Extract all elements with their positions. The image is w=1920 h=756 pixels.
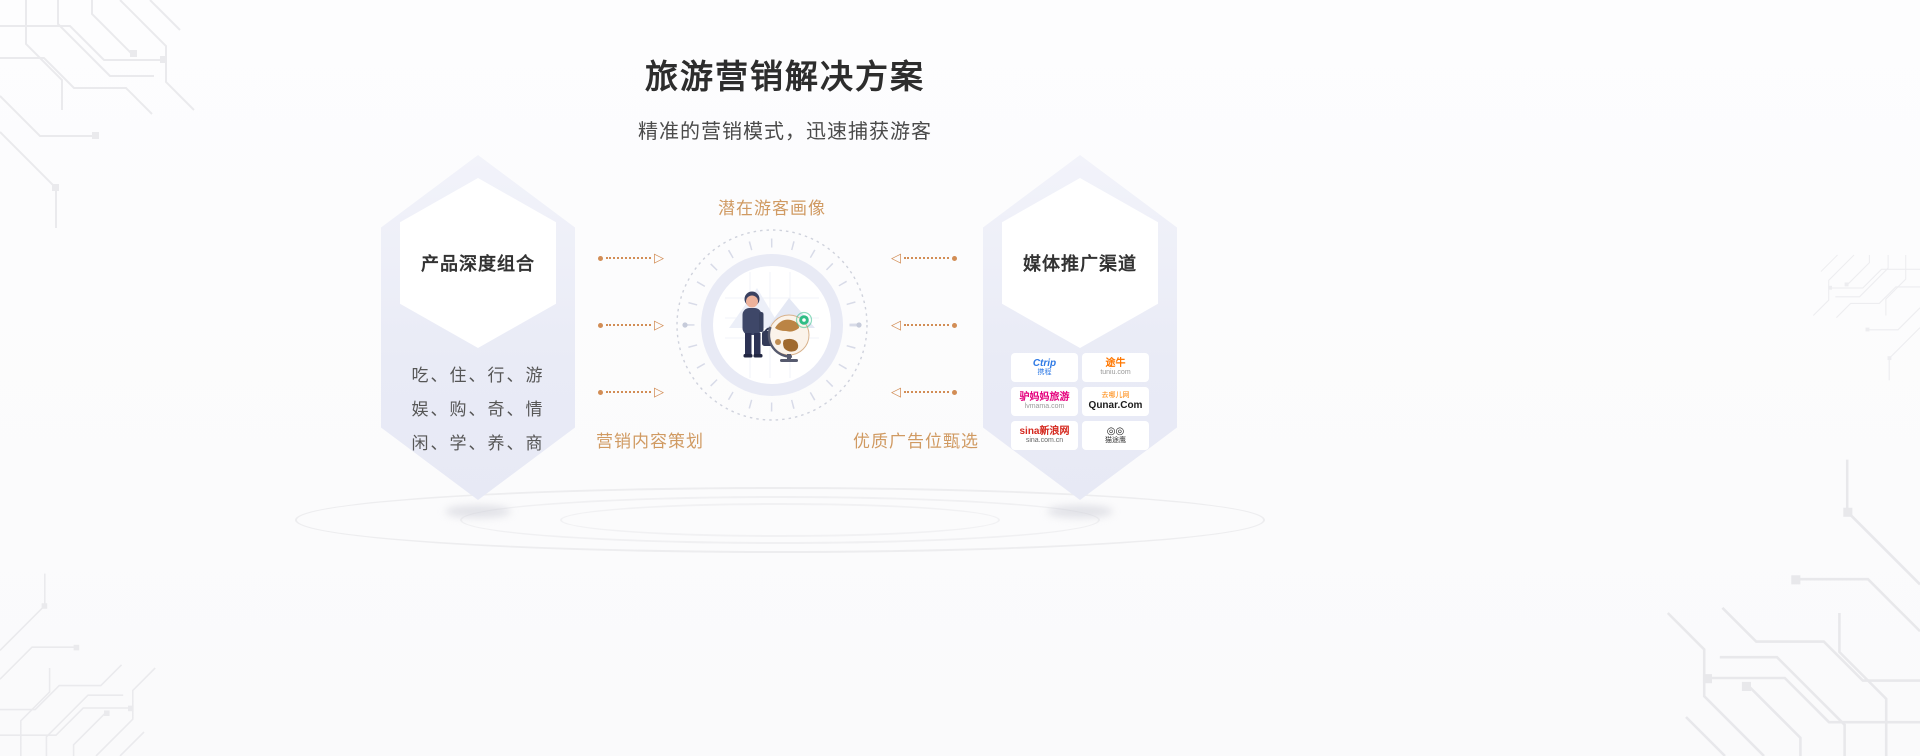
arrow-left-icon: ◁ bbox=[891, 317, 901, 332]
arrow-right-icon: ▷ bbox=[654, 250, 664, 265]
right-card-title: 媒体推广渠道 bbox=[1023, 254, 1137, 274]
dotted-line bbox=[904, 324, 949, 326]
logo-tuniu: 途牛 tuniu.com bbox=[1082, 353, 1149, 382]
logo-subtext: tuniu.com bbox=[1100, 369, 1131, 377]
logo-text: 驴妈妈旅游 bbox=[1019, 391, 1070, 403]
arrow-left-icon: ◁ bbox=[891, 384, 901, 399]
dot-icon bbox=[598, 322, 603, 328]
left-card-title: 产品深度组合 bbox=[421, 254, 535, 274]
logo-qunar: 去哪儿网 Qunar.Com bbox=[1082, 387, 1149, 416]
logo-text: Ctrip bbox=[1032, 357, 1057, 369]
arrow-left-icon: ◁ bbox=[891, 250, 901, 265]
dot-icon bbox=[598, 389, 603, 395]
arrow-right-icon: ▷ bbox=[654, 317, 664, 332]
logo-text: sina新浪网 bbox=[1019, 425, 1070, 437]
ripple-ellipse-inner bbox=[560, 503, 1000, 537]
right-card-shadow bbox=[1047, 505, 1113, 518]
logo-subtext: 去哪儿网 bbox=[1101, 391, 1130, 399]
logo-subtext: 携程 bbox=[1037, 369, 1052, 377]
dotted-line bbox=[606, 257, 651, 259]
dotted-line bbox=[904, 257, 949, 259]
ring-dot-right bbox=[856, 322, 862, 328]
flow-arrow-left-1: ▷ bbox=[598, 250, 664, 266]
ripple-ellipse-outer bbox=[295, 487, 1265, 553]
dotted-line bbox=[606, 324, 651, 326]
ring-dot-left bbox=[682, 322, 688, 328]
logo-sina: sina新浪网 sina.com.cn bbox=[1011, 421, 1078, 450]
flow-arrow-right-2: ◁ bbox=[891, 317, 957, 333]
dotted-line bbox=[606, 391, 651, 393]
dashed-outer-ring bbox=[676, 229, 868, 421]
product-line-1: 吃、住、行、游 bbox=[411, 366, 545, 385]
ripple-ellipse-middle bbox=[460, 496, 1100, 544]
dot-icon bbox=[952, 389, 957, 395]
dot-icon bbox=[952, 255, 957, 261]
logo-subtext: sina.com.cn bbox=[1025, 437, 1064, 445]
dotted-line bbox=[904, 391, 949, 393]
label-visitor-profile: 潜在游客画像 bbox=[718, 199, 826, 218]
arrow-right-icon: ▷ bbox=[654, 384, 664, 399]
dot-icon bbox=[952, 322, 957, 328]
logo-ctrip: Ctrip 携程 bbox=[1011, 353, 1078, 382]
globe-traveler-illustration bbox=[675, 228, 869, 422]
logo-tripadvisor: ◎◎ 猫途鹰 bbox=[1082, 421, 1149, 450]
location-pin-icon bbox=[795, 311, 813, 329]
logo-subtext: 猫途鹰 bbox=[1105, 437, 1126, 445]
left-card-shadow bbox=[445, 505, 511, 518]
owl-eyes-icon: ◎◎ bbox=[1106, 425, 1125, 437]
logo-lvmama: 驴妈妈旅游 lvmama.com bbox=[1011, 387, 1078, 416]
logo-subtext: lvmama.com bbox=[1024, 403, 1065, 411]
product-category-list: 吃、住、行、游 娱、购、奇、情 闲、学、养、商 bbox=[381, 359, 575, 461]
page-subtitle: 精准的营销模式，迅速捕获游客 bbox=[638, 121, 932, 143]
logo-text: 途牛 bbox=[1105, 357, 1126, 369]
flow-arrow-left-2: ▷ bbox=[598, 317, 664, 333]
dot-icon bbox=[598, 255, 603, 261]
product-combination-card: 产品深度组合 吃、住、行、游 娱、购、奇、情 闲、学、养、商 bbox=[381, 155, 575, 500]
media-logo-grid: Ctrip 携程 途牛 tuniu.com 驴妈妈旅游 lvmama.com 去… bbox=[1011, 353, 1149, 450]
section-header: 旅游营销解决方案 精准的营销模式，迅速捕获游客 bbox=[0, 50, 1570, 144]
flow-arrow-left-3: ▷ bbox=[598, 384, 664, 400]
tick-ring bbox=[685, 238, 859, 412]
logo-text: Qunar.Com bbox=[1088, 399, 1143, 411]
product-line-2: 娱、购、奇、情 bbox=[411, 400, 545, 419]
flow-arrow-right-1: ◁ bbox=[891, 250, 957, 266]
label-content-planning: 营销内容策划 bbox=[596, 432, 704, 451]
page-title: 旅游营销解决方案 bbox=[645, 58, 925, 95]
label-ad-selection: 优质广告位甄选 bbox=[853, 432, 979, 451]
flow-arrow-right-3: ◁ bbox=[891, 384, 957, 400]
mountain-shape-1 bbox=[729, 288, 781, 328]
product-line-3: 闲、学、养、商 bbox=[411, 434, 545, 453]
media-channels-card: 媒体推广渠道 Ctrip 携程 途牛 tuniu.com 驴妈妈旅游 lvmam… bbox=[983, 155, 1177, 500]
